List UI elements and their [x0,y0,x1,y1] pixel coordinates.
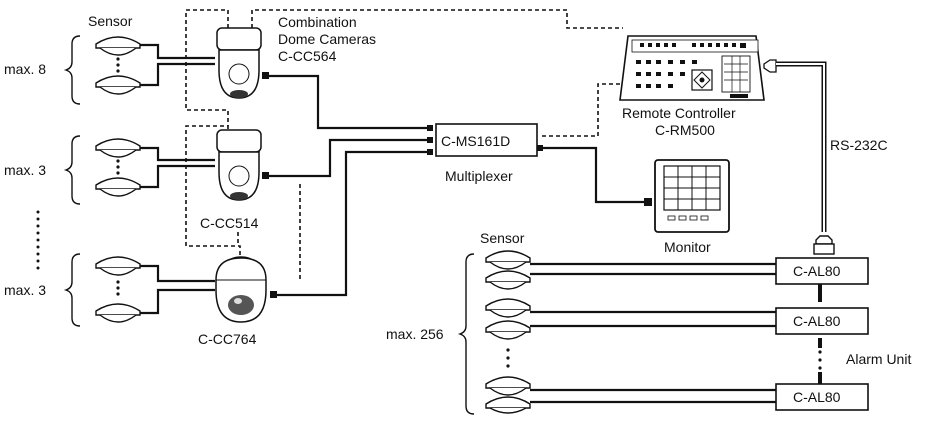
cc764-label: C-CC764 [198,331,257,347]
rs232-label: RS-232C [830,137,888,153]
alarm-unit-label-3: C-AL80 [793,389,841,405]
sensor-to-alarm-wires [530,262,776,404]
ellipsis-dots [116,159,120,175]
sensor-label-bottom: Sensor [480,230,525,246]
remote-controller-icon [619,35,777,101]
multiplexer-caption: Multiplexer [445,168,513,184]
dome-camera-cc564 [216,27,262,99]
alarm-unit-chain [818,284,822,384]
ellipsis-dots [116,57,120,73]
sensor-group-max3-a [63,135,141,205]
dashed-links [185,9,623,282]
remote-controller-label-line2: C-RM500 [655,122,715,138]
brace [63,35,81,105]
combo-label-line3: C-CC564 [278,48,337,64]
sensor-icon [95,138,141,158]
camera-to-mux-wires [262,72,433,298]
sensor-icon [485,396,531,414]
max3-label-b: max. 3 [4,282,46,298]
sensor-icon [95,303,141,323]
sensor-icon [95,177,141,197]
sensor-label-top: Sensor [88,13,133,29]
dome-camera-cc764 [215,256,267,323]
mux-to-monitor-wire [543,146,646,204]
sensor-wires [140,43,215,315]
monitor-label: Monitor [664,239,711,255]
sensor-icon [95,75,141,95]
sensor-group-max3-b [63,253,141,327]
rs232-cable [776,61,835,255]
alarm-unit-box-3 [775,383,869,411]
vertical-ellipsis-left [36,210,40,270]
max8-label: max. 8 [4,61,46,77]
sensor-icon [485,298,531,318]
alarm-unit-box-1 [775,257,869,285]
sensor-icon [485,376,531,396]
ellipsis-dots [116,280,120,296]
max256-label: max. 256 [386,326,444,342]
alarm-unit-label-2: C-AL80 [793,313,841,329]
sensor-icon [485,250,531,270]
brace [63,135,81,205]
dome-camera-cc514 [216,129,262,201]
sensor-icon [485,270,531,290]
cc514-label: C-CC514 [200,215,259,231]
combo-label-line2: Dome Cameras [278,31,376,47]
multiplexer-box-label: C-MS161D [441,133,510,149]
alarm-unit-box-2 [775,307,869,335]
alarm-unit-label-1: C-AL80 [793,263,841,279]
brace [457,253,475,415]
brace [63,253,81,327]
combo-label-line1: Combination [278,14,357,30]
sensor-icon [95,256,141,276]
multiplexer [435,123,543,157]
sensor-group-max8 [63,35,141,105]
sensor-icon [485,320,531,340]
ellipsis-dots [506,348,510,368]
max3-label-a: max. 3 [4,162,46,178]
alarm-unit-caption: Alarm Unit [846,351,911,367]
sensor-group-max256 [457,250,531,415]
monitor-icon [654,159,730,233]
sensor-icon [95,36,141,56]
remote-controller-label-line1: Remote Controller [622,105,736,121]
